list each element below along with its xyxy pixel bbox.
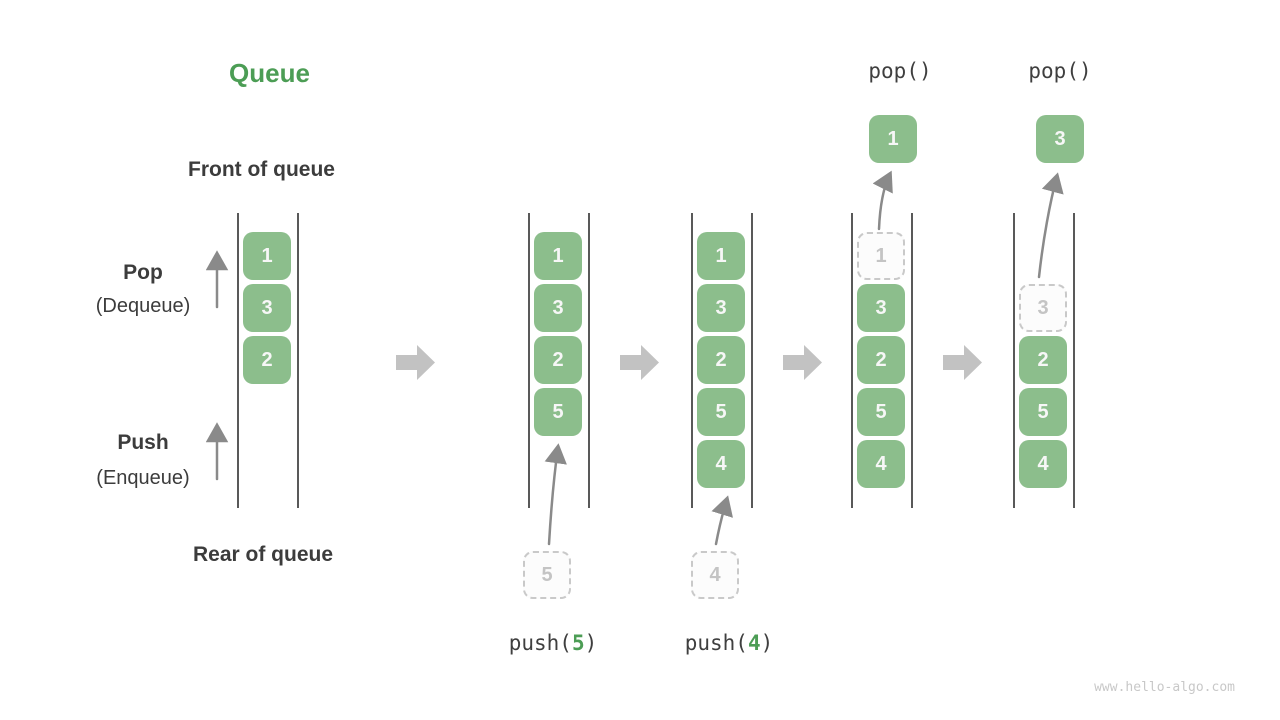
push-call-label-1: push(5) [509, 633, 598, 654]
queue-cell: 2 [857, 336, 905, 384]
front-of-queue-label: Front of queue [188, 158, 335, 181]
push-label: Push [117, 431, 169, 454]
queue-cell: 2 [697, 336, 745, 384]
diagram-title: Queue [229, 58, 310, 88]
step-arrow-1 [396, 345, 435, 380]
push-call-arg: 5 [571, 631, 585, 655]
queue-cell: 2 [1019, 336, 1067, 384]
queue-cell: 3 [857, 284, 905, 332]
push-call-pre: push( [508, 631, 572, 655]
queue-cell: 5 [1019, 388, 1067, 436]
step-arrow-2 [620, 345, 659, 380]
queue-column-3: 1 3 2 5 4 [691, 213, 753, 508]
queue-cell: 1 [534, 232, 582, 280]
queue-column-5: 3 2 5 4 [1013, 213, 1075, 508]
popped-value-box-2: 3 [1036, 115, 1084, 163]
ghost-cell: 3 [1019, 284, 1067, 332]
dequeue-label: (Dequeue) [95, 295, 191, 317]
queue-cell: 4 [1019, 440, 1067, 488]
queue-column-1: 1 3 2 [237, 213, 299, 508]
queue-column-4: 1 3 2 5 4 [851, 213, 913, 508]
pop-call-label-1: pop() [868, 59, 932, 83]
queue-cell: 2 [534, 336, 582, 384]
queue-cell: 4 [697, 440, 745, 488]
queue-cell: 4 [857, 440, 905, 488]
push-call-pre: push( [684, 631, 748, 655]
queue-column-2: 1 3 2 5 [528, 213, 590, 508]
pop-label: Pop [123, 261, 163, 284]
push-call-post: ) [760, 631, 774, 655]
step-arrow-4 [943, 345, 982, 380]
rear-of-queue-label: Rear of queue [193, 543, 334, 566]
push-call-post: ) [584, 631, 598, 655]
queue-cell: 3 [697, 284, 745, 332]
staged-value-box-2: 4 [691, 551, 739, 599]
push-call-arg: 4 [747, 631, 761, 655]
queue-cell: 1 [243, 232, 291, 280]
queue-cell: 5 [534, 388, 582, 436]
pop-call-label-2: pop() [1028, 59, 1092, 83]
queue-cell: 1 [697, 232, 745, 280]
popped-value-box-1: 1 [869, 115, 917, 163]
queue-cell: 3 [534, 284, 582, 332]
queue-cell: 5 [697, 388, 745, 436]
enqueue-label: (Enqueue) [96, 467, 190, 489]
queue-cell: 3 [243, 284, 291, 332]
queue-cell: 2 [243, 336, 291, 384]
watermark: www.hello-algo.com [1094, 680, 1235, 695]
push-call-label-2: push(4) [685, 633, 774, 654]
ghost-cell: 1 [857, 232, 905, 280]
queue-cell: 5 [857, 388, 905, 436]
staged-value-box-1: 5 [523, 551, 571, 599]
step-arrow-3 [783, 345, 822, 380]
